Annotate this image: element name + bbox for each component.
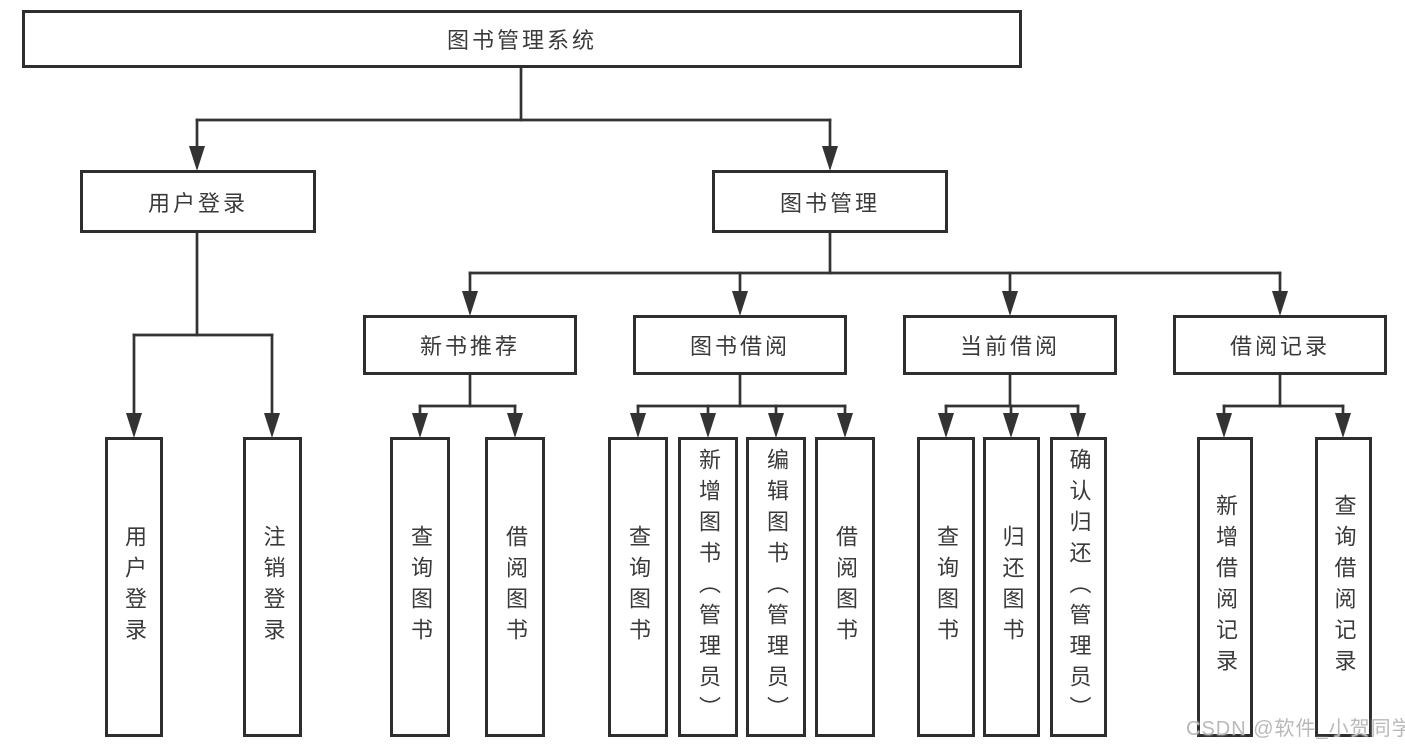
arrowhead-icon [462, 291, 478, 316]
arrowhead-icon [507, 413, 523, 438]
arrowhead-icon [732, 291, 748, 316]
node-leaf-confirm-return: 确认归还（管理员） [1050, 437, 1107, 737]
node-leaf-user-login: 用户登录 [105, 437, 163, 737]
node-label-current-borrowing: 当前借阅 [959, 334, 1060, 359]
node-leaf-add-books: 新增图书（管理员） [678, 437, 738, 737]
node-label-book-borrowing: 图书借阅 [689, 334, 790, 359]
node-label-leaf-query-books-3: 查询图书 [934, 525, 959, 649]
arrowhead-icon [126, 413, 142, 438]
node-label-leaf-borrow-books-1: 借阅图书 [503, 525, 528, 649]
node-label-borrowing-records: 借阅记录 [1229, 334, 1330, 359]
node-label-leaf-add-borrow-record: 新增借阅记录 [1213, 494, 1238, 680]
node-borrowing-records: 借阅记录 [1173, 315, 1387, 375]
node-leaf-query-borrow-record: 查询借阅记录 [1315, 437, 1372, 737]
node-user-login: 用户登录 [80, 170, 316, 233]
node-leaf-query-books-3: 查询图书 [917, 437, 975, 737]
node-label-leaf-add-books: 新增图书（管理员） [696, 447, 721, 727]
node-leaf-add-borrow-record: 新增借阅记录 [1197, 437, 1253, 737]
node-label-leaf-borrow-books-2: 借阅图书 [833, 525, 858, 649]
arrowhead-icon [264, 413, 280, 438]
node-label-leaf-logout: 注销登录 [260, 525, 286, 649]
node-label-leaf-query-books-2: 查询图书 [626, 525, 651, 649]
node-book-borrowing: 图书借阅 [633, 315, 847, 375]
node-book-management: 图书管理 [712, 170, 948, 233]
node-leaf-query-books-1: 查询图书 [390, 437, 450, 737]
arrowhead-icon [822, 146, 838, 171]
node-root: 图书管理系统 [22, 10, 1022, 68]
node-label-leaf-user-login: 用户登录 [122, 525, 147, 649]
node-label-leaf-query-borrow-record: 查询借阅记录 [1331, 494, 1357, 680]
node-label-leaf-return-books: 归还图书 [999, 525, 1025, 649]
node-leaf-borrow-books-2: 借阅图书 [815, 437, 875, 737]
arrowhead-icon [189, 146, 205, 171]
arrowhead-icon [1216, 413, 1232, 438]
node-current-borrowing: 当前借阅 [903, 315, 1117, 375]
arrowhead-icon [1070, 413, 1086, 438]
node-leaf-return-books: 归还图书 [983, 437, 1040, 737]
watermark-text: CSDN @软件_小贺同学 [1186, 718, 1405, 740]
node-label-new-book-recommend: 新书推荐 [419, 334, 520, 359]
node-label-leaf-confirm-return: 确认归还（管理员） [1066, 447, 1092, 727]
node-label-book-management: 图书管理 [779, 190, 880, 216]
node-leaf-logout: 注销登录 [243, 437, 302, 737]
node-leaf-edit-books: 编辑图书（管理员） [746, 437, 806, 737]
arrowhead-icon [1002, 291, 1018, 316]
arrowhead-icon [938, 413, 954, 438]
node-leaf-query-books-2: 查询图书 [608, 437, 668, 737]
node-leaf-borrow-books-1: 借阅图书 [485, 437, 545, 737]
node-label-root: 图书管理系统 [446, 28, 597, 53]
arrowhead-icon [700, 413, 716, 438]
node-label-user-login: 用户登录 [147, 190, 248, 216]
node-new-book-recommend: 新书推荐 [363, 315, 577, 375]
node-label-leaf-query-books-1: 查询图书 [408, 525, 433, 649]
arrowhead-icon [412, 413, 428, 438]
arrowhead-icon [630, 413, 646, 438]
node-label-leaf-edit-books: 编辑图书（管理员） [764, 447, 789, 727]
arrowhead-icon [1003, 413, 1019, 438]
arrowhead-icon [1335, 413, 1351, 438]
arrowhead-icon [837, 413, 853, 438]
arrowhead-icon [1272, 291, 1288, 316]
arrowhead-icon [768, 413, 784, 438]
